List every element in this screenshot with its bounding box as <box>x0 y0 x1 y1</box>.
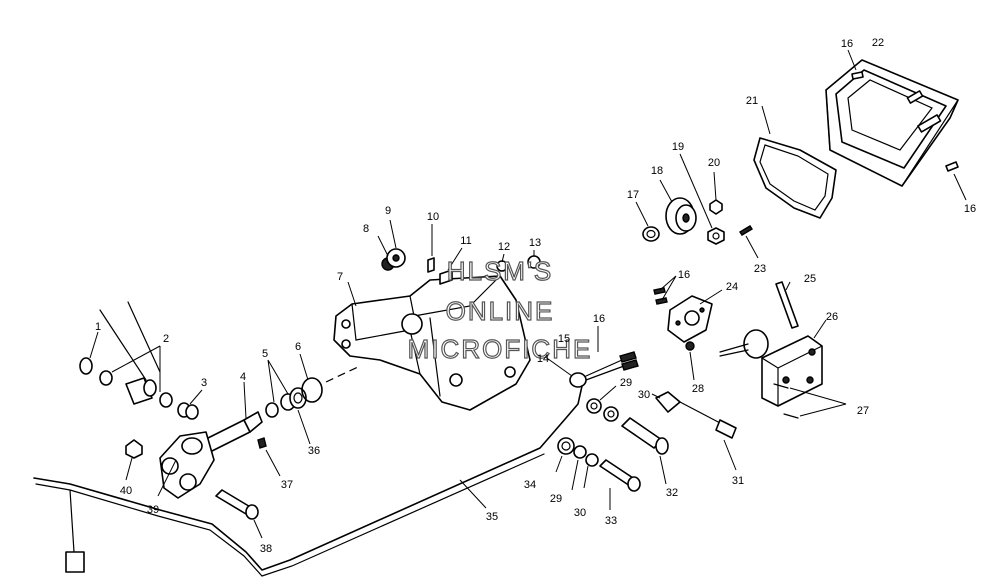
part-40-nut <box>125 439 143 459</box>
part-29-washer-upper <box>586 398 602 414</box>
callout-31: 31 <box>732 475 744 487</box>
watermark-line-1: HLSM'S <box>447 256 554 286</box>
part-30-washer-lower <box>585 453 599 467</box>
callout-34: 34 <box>524 479 536 491</box>
callout-35: 35 <box>486 511 498 523</box>
callout-23: 23 <box>754 263 766 275</box>
part-30-washer-upper <box>603 406 619 422</box>
callout-26: 26 <box>826 311 838 323</box>
callout-16-plate: 16 <box>678 269 690 281</box>
part-24-plate <box>667 295 713 343</box>
callout-3: 3 <box>201 377 207 389</box>
part-29-washer-lower <box>573 445 587 459</box>
part-22-housing <box>825 59 959 187</box>
callout-16-right: 16 <box>964 203 976 215</box>
part-34-spacer <box>557 437 575 455</box>
part-37-pin <box>257 437 267 449</box>
leader-lines <box>89 49 967 539</box>
callout-1: 1 <box>95 321 101 333</box>
part-23-key <box>739 225 753 236</box>
part-9-bearing <box>386 248 406 268</box>
part-1-washer <box>79 357 93 375</box>
callout-27: 27 <box>857 405 869 417</box>
callout-16-top: 16 <box>841 38 853 50</box>
callout-28: 28 <box>692 383 704 395</box>
part-7-bracket <box>333 275 531 411</box>
callout-12: 12 <box>498 241 510 253</box>
part-16-screw-right <box>945 161 959 172</box>
callout-16-left: 16 <box>593 313 605 325</box>
part-17-washer <box>642 226 660 242</box>
callout-38: 38 <box>260 543 272 555</box>
part-4-shaft <box>203 411 263 453</box>
part-27-screws <box>773 383 799 419</box>
part-26-motor <box>719 329 823 407</box>
callout-4: 4 <box>240 371 246 383</box>
callout-19: 19 <box>672 141 684 153</box>
part-2-washer-b <box>99 370 113 386</box>
callout-11: 11 <box>460 235 471 247</box>
callout-39: 39 <box>147 504 159 516</box>
part-30-bolt-sensor <box>655 391 737 439</box>
part-28-nut <box>685 341 695 351</box>
callout-30-lower: 30 <box>574 507 586 519</box>
callout-37: 37 <box>281 479 293 491</box>
part-18-pulley <box>665 197 697 235</box>
callout-29-upper: 29 <box>620 377 632 389</box>
part-16-screw-top <box>851 71 864 80</box>
part-3-bushing <box>177 402 199 420</box>
callout-36: 36 <box>308 445 320 457</box>
callout-24: 24 <box>726 281 738 293</box>
callout-7: 7 <box>337 271 343 283</box>
callout-8: 8 <box>363 223 369 235</box>
part-20-nut <box>709 199 723 215</box>
callout-9: 9 <box>385 205 391 217</box>
part-25-rod <box>775 281 799 329</box>
callout-labels: 1 2 3 4 5 6 7 8 9 10 11 12 13 14 15 16 1… <box>95 37 976 555</box>
callout-32: 32 <box>666 487 678 499</box>
callout-2: 2 <box>163 333 169 345</box>
callout-30-upper: 30 <box>638 389 650 401</box>
part-10-fitting <box>427 257 435 273</box>
callout-20: 20 <box>708 157 720 169</box>
assembly-line <box>325 365 361 383</box>
callout-6: 6 <box>295 341 301 353</box>
part-11-bushing <box>439 269 453 285</box>
watermark-line-2: ONLINE <box>446 296 555 326</box>
part-38-bolt <box>215 489 259 520</box>
part-6-ring <box>301 377 323 403</box>
callout-17: 17 <box>627 189 639 201</box>
part-32-bolt <box>621 417 669 455</box>
callout-25: 25 <box>804 273 816 285</box>
watermark: HLSM'S ONLINE MICROFICHE <box>407 255 593 364</box>
watermark-line-3: MICROFICHE <box>408 334 593 364</box>
callout-10: 10 <box>427 211 439 223</box>
part-19-nut <box>707 227 725 245</box>
callout-29-lower: 29 <box>550 493 562 505</box>
part-33-bolt <box>599 459 641 492</box>
part-39-pedal-arm <box>159 431 215 499</box>
part-2-bushing <box>125 377 157 405</box>
part-2-washer <box>159 392 173 408</box>
callout-22: 22 <box>872 37 884 49</box>
part-16-screws-plate <box>653 287 668 305</box>
callout-33: 33 <box>605 515 617 527</box>
callout-15: 15 <box>558 333 570 345</box>
callout-13: 13 <box>529 237 541 249</box>
arm-outline <box>99 309 147 381</box>
callout-40: 40 <box>120 485 132 497</box>
part-5-washer <box>265 402 279 418</box>
callout-18: 18 <box>651 165 663 177</box>
callout-21: 21 <box>746 95 758 107</box>
part-15-connector <box>569 351 639 388</box>
arm-outline-b <box>127 301 161 373</box>
callout-5: 5 <box>262 348 268 360</box>
part-21-gasket <box>753 137 837 219</box>
part-35-cable <box>33 385 583 577</box>
callout-14: 14 <box>537 353 549 365</box>
